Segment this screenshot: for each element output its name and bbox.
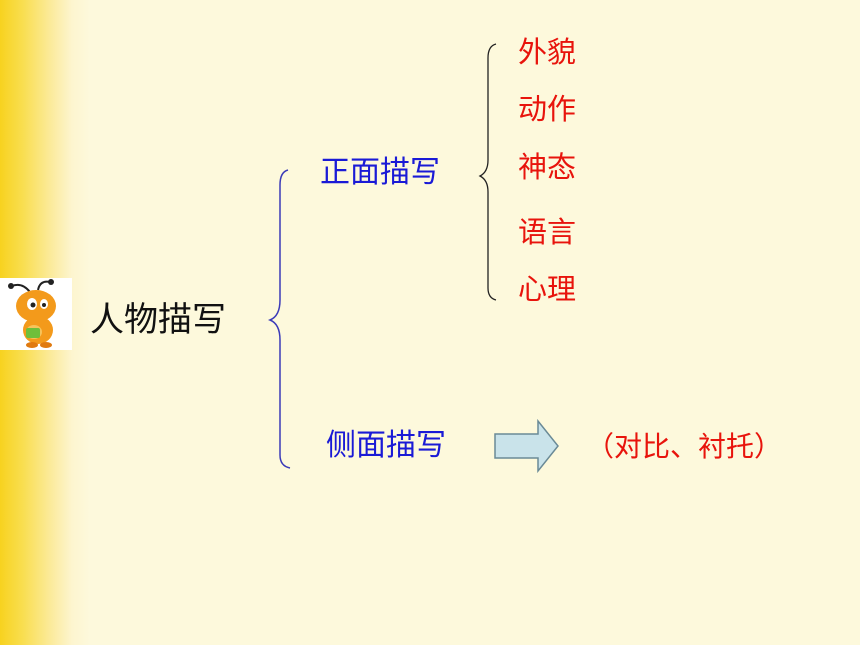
right-arrow-icon — [494, 418, 559, 474]
leaf-action: 动作 — [518, 92, 577, 126]
side-description-note: （对比、衬托） — [586, 430, 783, 463]
cartoon-mascot-icon — [0, 278, 72, 350]
branch-front-description: 正面描写 — [320, 155, 440, 190]
leaf-language: 语言 — [518, 215, 577, 249]
leaf-appearance: 外貌 — [518, 35, 577, 69]
leaf-expression: 神态 — [518, 150, 577, 184]
leaf-psychology: 心理 — [518, 272, 577, 306]
branch-side-description: 侧面描写 — [326, 428, 446, 463]
sub-brace — [478, 43, 497, 301]
main-brace — [267, 169, 291, 469]
root-label: 人物描写 — [90, 300, 226, 340]
